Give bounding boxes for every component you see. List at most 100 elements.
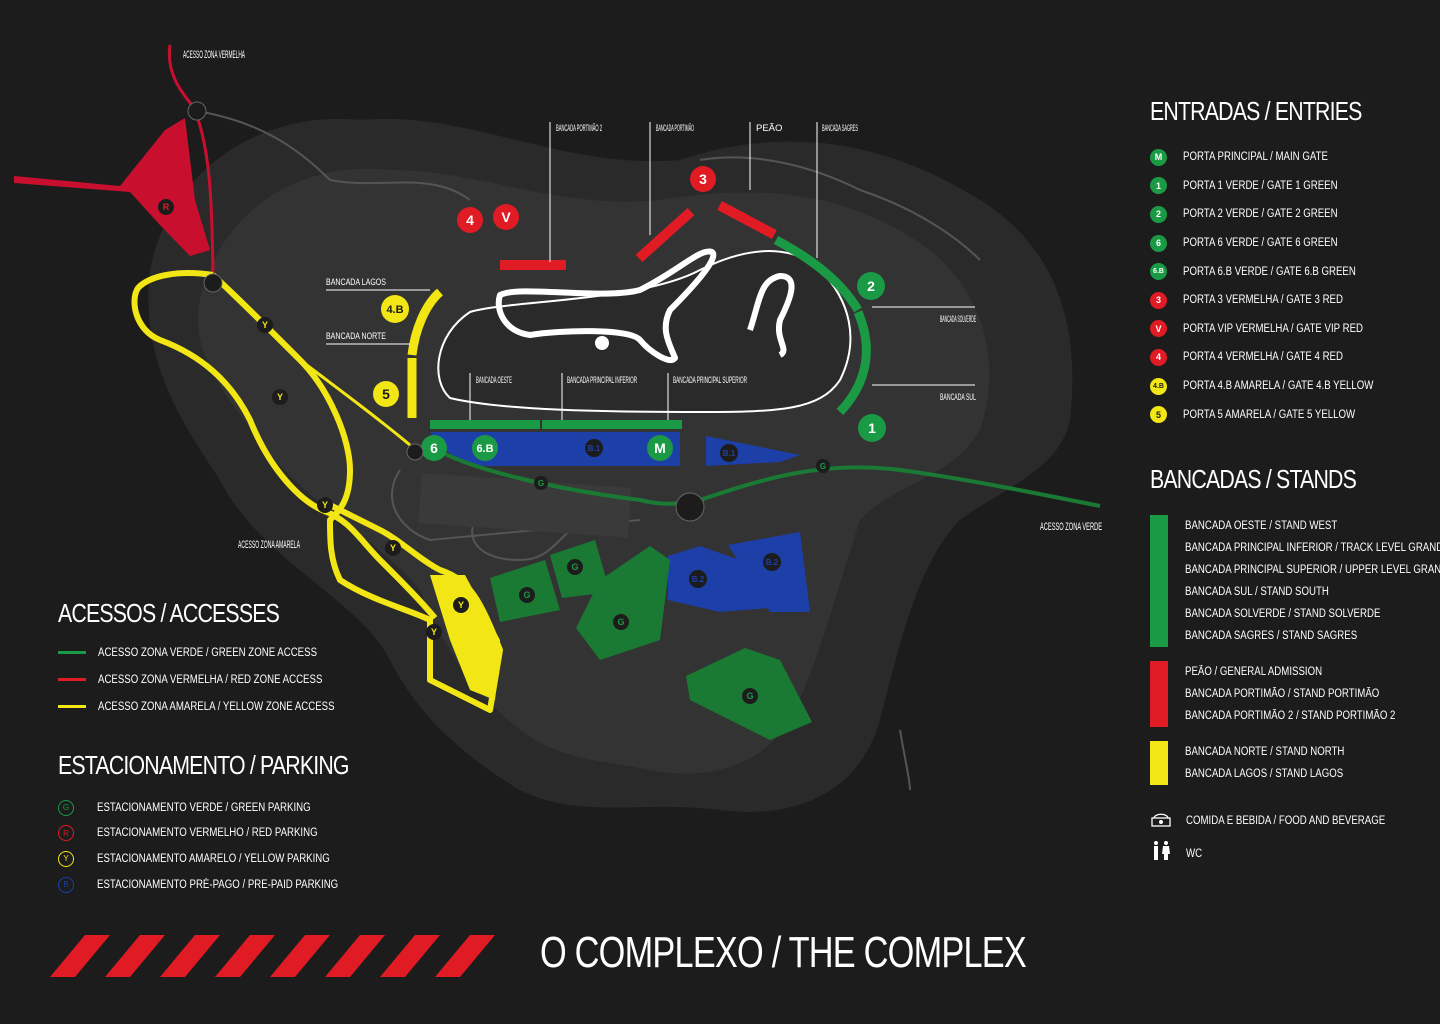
entry-badge: 5 bbox=[1150, 406, 1167, 424]
entry-label: PORTA PRINCIPAL / MAIN GATE bbox=[1183, 151, 1328, 164]
label-bancada-norte: BANCADA NORTE bbox=[326, 331, 386, 342]
entry-badge: 3 bbox=[1150, 291, 1167, 309]
stand-item: BANCADA PORTIMÃO 2 / STAND PORTIMÃO 2 bbox=[1185, 710, 1396, 722]
entry-label: PORTA 1 VERDE / GATE 1 GREEN bbox=[1183, 179, 1338, 192]
entry-item: 5 PORTA 5 AMARELA / GATE 5 YELLOW bbox=[1150, 400, 1430, 429]
stand-peao bbox=[717, 201, 777, 239]
yellow-parking-lot bbox=[430, 575, 500, 700]
entries-heading: ENTRADAS / ENTRIES bbox=[1150, 96, 1362, 126]
accesses-list: ACESSO ZONA VERDE / GREEN ZONE ACCESS AC… bbox=[58, 639, 358, 720]
svg-text:1: 1 bbox=[868, 420, 876, 436]
access-yellow-link bbox=[299, 358, 411, 447]
parking-g-marker-5: G bbox=[534, 476, 548, 490]
amenity-label: COMIDA E BEBIDA / FOOD AND BEVERAGE bbox=[1186, 815, 1386, 828]
entry-badge: 4 bbox=[1150, 348, 1167, 366]
parking-r-marker: R bbox=[158, 199, 174, 215]
parking-y-marker-5: Y bbox=[453, 597, 469, 613]
label-bancada-oeste: BANCADA OESTE bbox=[476, 375, 512, 386]
label-bancada-portimao: BANCADA PORTIMÃO bbox=[656, 123, 694, 134]
parking-green-3 bbox=[576, 546, 670, 660]
gate-2-marker: 2 bbox=[857, 272, 885, 300]
amenity-item: WC bbox=[1150, 840, 1435, 869]
page-title: O COMPLEXO / THE COMPLEX bbox=[540, 928, 1027, 977]
svg-text:6.B: 6.B bbox=[476, 443, 493, 455]
stand-solverde bbox=[836, 310, 871, 416]
track-outer bbox=[437, 250, 852, 414]
stand-list: BANCADA NORTE / STAND NORTH BANCADA LAGO… bbox=[1185, 741, 1375, 785]
parking-b2-marker-1: B.2 bbox=[689, 570, 707, 588]
stand-item: BANCADA SAGRES / STAND SAGRES bbox=[1185, 630, 1358, 642]
parking-label: ESTACIONAMENTO PRÉ-PAGO / PRE-PAID PARKI… bbox=[97, 878, 339, 891]
label-bancada-portimao2: BANCADA PORTIMÃO 2 bbox=[556, 123, 602, 134]
entry-label: PORTA 4.B AMARELA / GATE 4.B YELLOW bbox=[1183, 380, 1374, 393]
entry-label: PORTA 5 AMARELA / GATE 5 YELLOW bbox=[1183, 408, 1356, 421]
gate-3-marker: 3 bbox=[690, 166, 716, 192]
label-bancada-sul: BANCADA SUL bbox=[940, 392, 976, 403]
gate-v-marker: V bbox=[493, 204, 519, 230]
label-bancada-inferior: BANCADA PRINCIPAL INFERIOR bbox=[567, 375, 637, 386]
entry-badge: 2 bbox=[1150, 205, 1167, 223]
parking-b1-marker-1: B.1 bbox=[585, 439, 603, 457]
access-line-swatch bbox=[58, 705, 86, 708]
stand-item: BANCADA SUL / STAND SOUTH bbox=[1185, 586, 1329, 598]
parking-y-marker-2: Y bbox=[272, 389, 288, 405]
svg-text:4: 4 bbox=[466, 212, 474, 228]
label-bancada-lagos: BANCADA LAGOS bbox=[326, 277, 386, 288]
parking-label: ESTACIONAMENTO VERMELHO / RED PARKING bbox=[97, 827, 318, 840]
food-icon bbox=[1150, 810, 1172, 833]
entry-label: PORTA 6.B VERDE / GATE 6.B GREEN bbox=[1183, 265, 1356, 278]
parking-badge: G bbox=[58, 799, 74, 816]
svg-text:Y: Y bbox=[390, 543, 396, 553]
gate-5-marker: 5 bbox=[373, 381, 399, 407]
stand-item: BANCADA NORTE / STAND NORTH bbox=[1185, 746, 1345, 758]
entry-label: PORTA VIP VERMELHA / GATE VIP RED bbox=[1183, 322, 1364, 335]
map-labels: ACESSO ZONA VERMELHA ACESSO ZONA AMARELA… bbox=[183, 49, 1102, 551]
entry-badge: 6.B bbox=[1150, 263, 1167, 281]
svg-text:B.2: B.2 bbox=[692, 575, 705, 584]
stand-oeste bbox=[430, 420, 540, 429]
label-bancada-superior: BANCADA PRINCIPAL SUPERIOR bbox=[673, 375, 747, 386]
svg-text:Y: Y bbox=[262, 320, 268, 330]
access-item: ACESSO ZONA VERMELHA / RED ZONE ACCESS bbox=[58, 666, 358, 693]
gate-m-marker: M bbox=[647, 435, 673, 461]
parking-badge: Y bbox=[58, 850, 74, 867]
svg-text:6: 6 bbox=[430, 440, 438, 456]
parking-y-marker-6: Y bbox=[426, 624, 442, 640]
parking-b2-east bbox=[728, 532, 810, 612]
svg-text:Y: Y bbox=[322, 500, 328, 510]
svg-text:3: 3 bbox=[699, 171, 707, 187]
gate-6-marker: 6 bbox=[421, 435, 447, 461]
svg-text:G: G bbox=[523, 590, 530, 600]
stand-group-green: BANCADA OESTE / STAND WEST BANCADA PRINC… bbox=[1150, 515, 1440, 647]
entry-label: PORTA 3 VERMELHA / GATE 3 RED bbox=[1183, 294, 1343, 307]
roundabouts bbox=[187, 101, 705, 522]
label-acesso-vermelha: ACESSO ZONA VERMELHA bbox=[183, 49, 245, 61]
accesses-heading: ACESSOS / ACCESSES bbox=[58, 598, 280, 628]
label-bancada-solverde: BANCADA SOLVERDE bbox=[940, 314, 976, 325]
access-label: ACESSO ZONA AMARELA / YELLOW ZONE ACCESS bbox=[98, 700, 335, 713]
gate-markers: 4 V 3 2 1 4.B 5 6 6.B M bbox=[373, 166, 886, 461]
entry-badge: V bbox=[1150, 320, 1167, 338]
svg-text:Y: Y bbox=[431, 627, 437, 637]
callout-lines bbox=[326, 122, 975, 420]
svg-text:4.B: 4.B bbox=[386, 304, 403, 316]
stand-color-bar bbox=[1150, 515, 1168, 647]
wc-icon bbox=[1150, 840, 1172, 867]
track-dot bbox=[595, 336, 609, 350]
stand-item: BANCADA PRINCIPAL SUPERIOR / UPPER LEVEL… bbox=[1185, 564, 1440, 576]
svg-text:R: R bbox=[163, 202, 170, 212]
access-label: ACESSO ZONA VERMELHA / RED ZONE ACCESS bbox=[98, 673, 323, 686]
stand-principal bbox=[542, 420, 682, 429]
access-label: ACESSO ZONA VERDE / GREEN ZONE ACCESS bbox=[98, 646, 318, 659]
svg-text:Y: Y bbox=[277, 392, 283, 402]
